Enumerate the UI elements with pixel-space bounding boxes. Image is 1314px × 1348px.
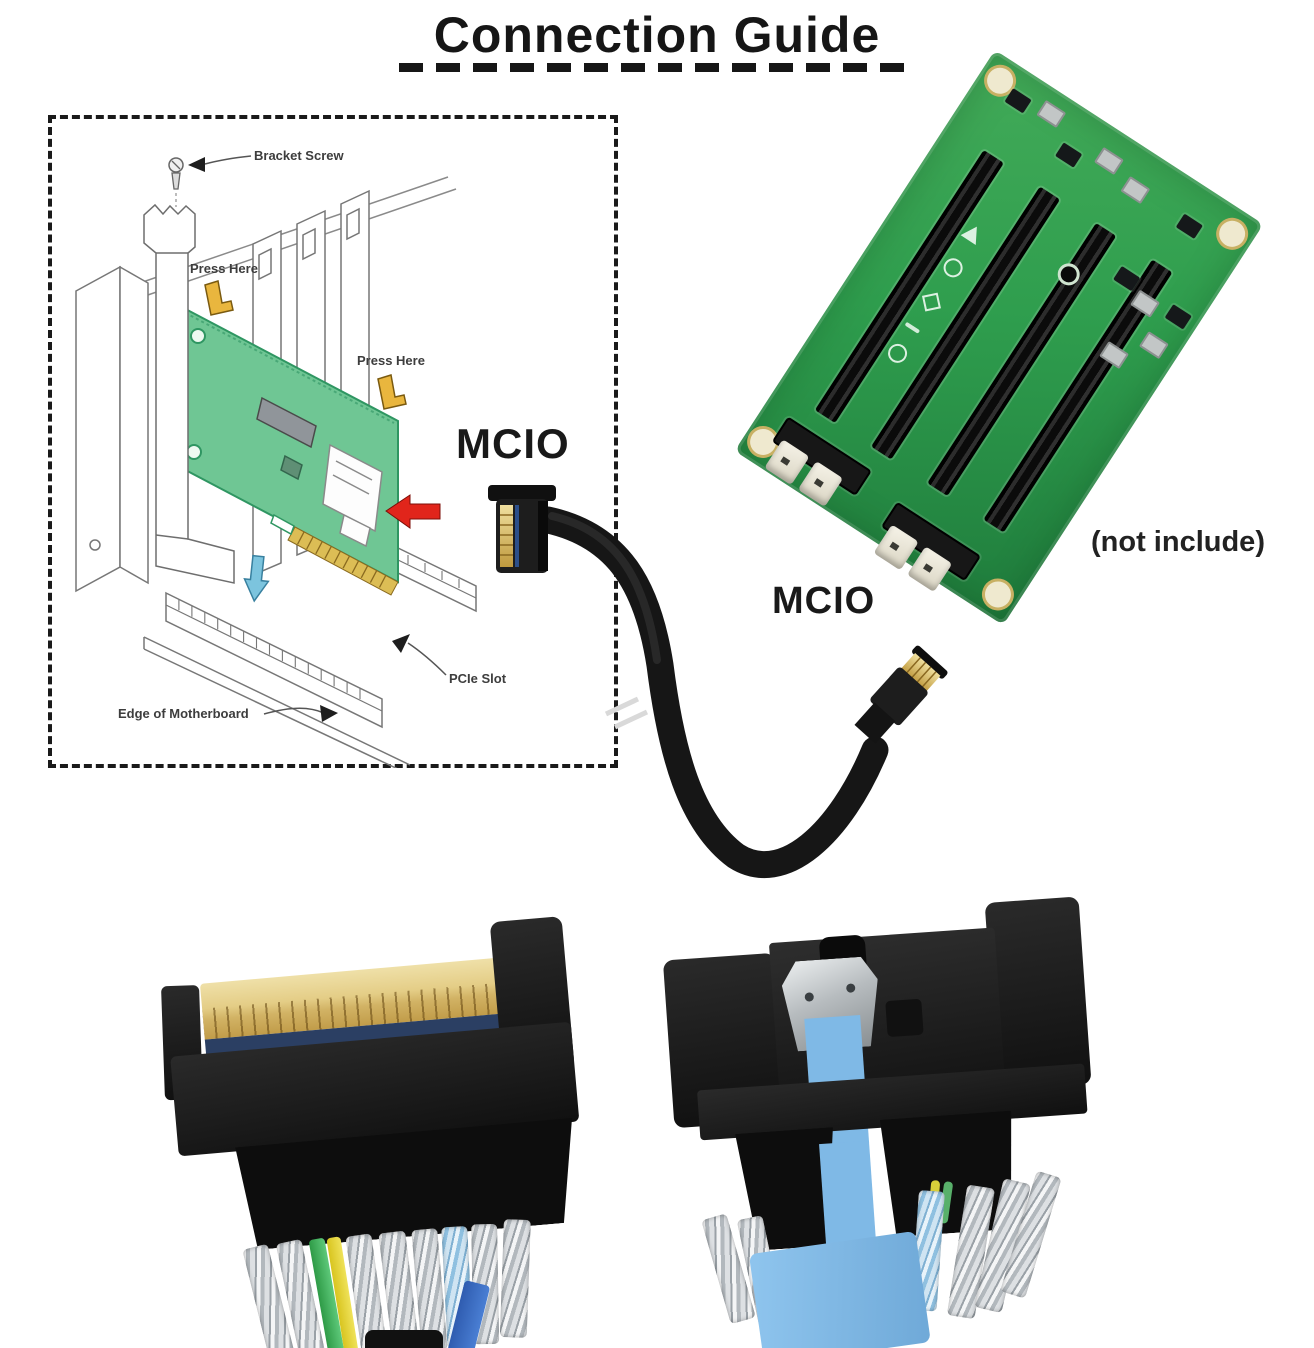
motherboard-edge-line <box>143 636 411 768</box>
mcio-label-host: MCIO <box>456 420 570 467</box>
case-wall <box>75 265 149 593</box>
motherboard-edge-callout: Edge of Motherboard <box>118 705 338 722</box>
press-here-clip-1 <box>204 280 234 316</box>
board-mcio-port <box>764 416 872 507</box>
pcie-install-diagram: Bracket Screw Press Here Press Here PCIe… <box>75 148 507 768</box>
cable-connector-device <box>854 645 948 744</box>
smd-chip <box>1175 213 1203 239</box>
press-here-clip-2 <box>377 374 407 410</box>
press-here-label-2: Press Here <box>357 353 425 368</box>
bracket-screw-callout: Bracket Screw <box>188 148 344 172</box>
mounting-hole <box>1214 215 1251 252</box>
mcio-label-device: MCIO <box>772 580 876 622</box>
pull-tab-strap-lower <box>819 1140 877 1252</box>
mcio-port-latch <box>797 460 844 507</box>
smd-component <box>1120 175 1151 205</box>
mcio-port-latch <box>873 524 919 571</box>
connector-front-photo <box>133 904 668 1348</box>
pcie-slot-callout: PCIe Slot <box>392 634 507 686</box>
smd-chip <box>1004 88 1032 114</box>
pcie-slot-line-art <box>165 545 477 729</box>
title-underline <box>399 63 908 72</box>
braided-wire <box>499 1219 531 1338</box>
pci-bracket <box>143 203 235 584</box>
mounting-hole <box>979 576 1016 613</box>
cert-mark-icon <box>921 292 941 312</box>
press-here-label-1: Press Here <box>190 261 258 276</box>
cert-mark-icon <box>904 321 921 334</box>
pcie-slot-label: PCIe Slot <box>449 671 507 686</box>
smd-component <box>1036 99 1067 129</box>
smd-component <box>1093 146 1124 176</box>
edge-of-motherboard-label: Edge of Motherboard <box>118 706 249 721</box>
smd-chip <box>1055 142 1083 168</box>
board-mcio-port <box>873 501 982 593</box>
bracket-screw-icon <box>168 157 184 207</box>
insert-arrow-red-icon <box>385 494 441 529</box>
bracket-screw-label: Bracket Screw <box>254 148 344 163</box>
connector-rear-photo <box>645 889 1140 1348</box>
card-mcio-connector <box>322 443 383 548</box>
not-include-note: (not include) <box>1091 526 1265 558</box>
card-chip <box>256 396 317 449</box>
insert-arrow-blue-icon <box>243 554 270 603</box>
cert-mark-icon <box>939 254 967 281</box>
gold-edge-fingers <box>287 526 399 596</box>
cable-end-piece <box>365 1330 443 1348</box>
cert-mark-icon <box>960 221 985 245</box>
page-title: Connection Guide <box>433 7 881 63</box>
smd-component <box>1138 331 1169 360</box>
body-tab <box>885 998 924 1038</box>
smd-chip <box>1164 304 1192 330</box>
pcie-card <box>175 302 441 596</box>
mcio-port-latch <box>907 546 953 593</box>
cert-mark-icon <box>884 340 911 367</box>
